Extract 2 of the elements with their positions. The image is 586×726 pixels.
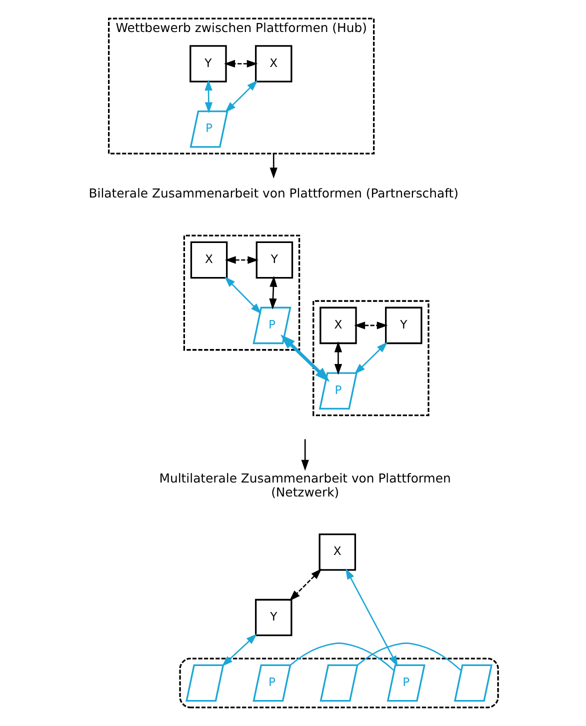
node-text: Bilaterale Zusammenarbeit von Plattformen (Partnerschaft) bbox=[88, 185, 458, 200]
node-text: Multilaterale Zusammenarbeit von Plattformen (Netzwerk) bbox=[158, 470, 450, 500]
